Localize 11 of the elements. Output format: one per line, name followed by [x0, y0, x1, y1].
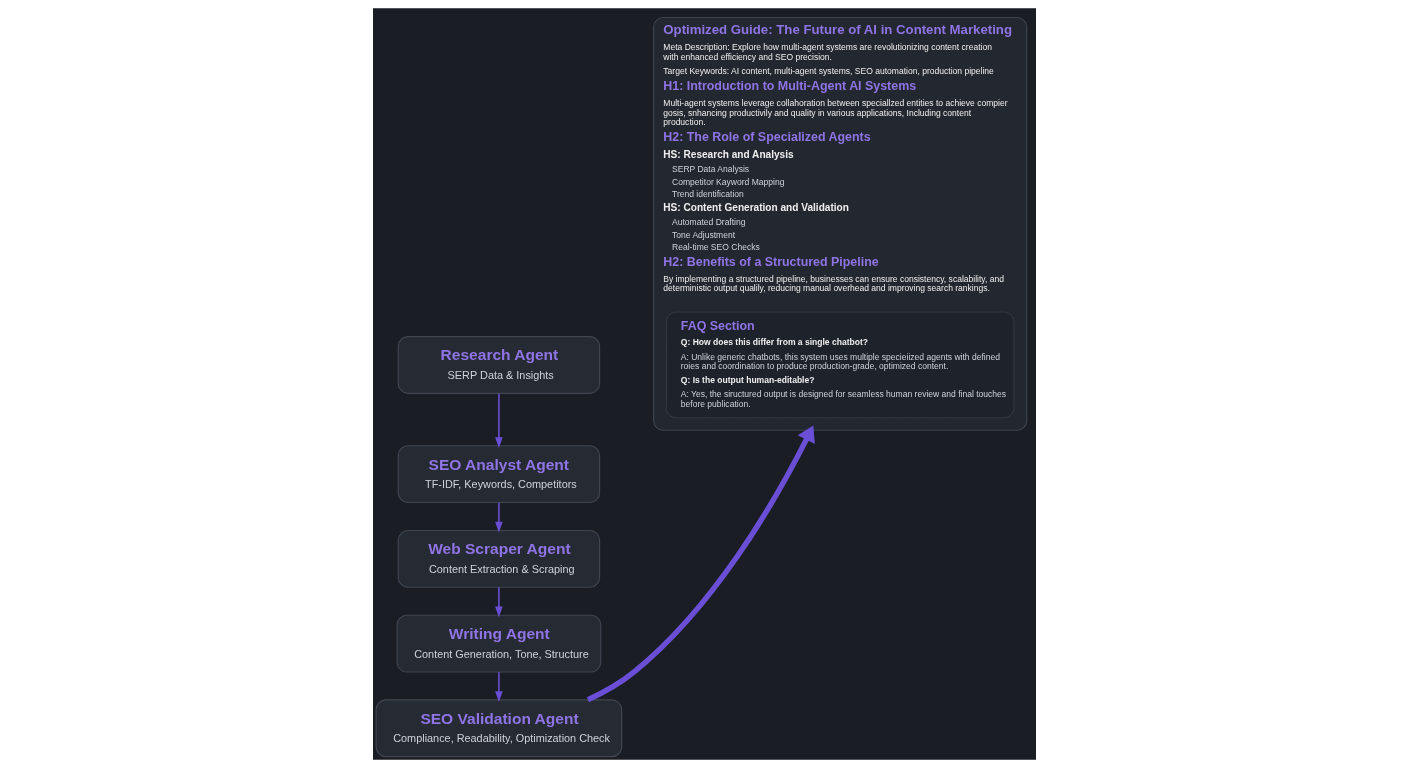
- node-box: Research Agent SERP Data & Insights: [397, 336, 600, 394]
- node-box: FAQ Section Q: How does this differ from a single chatbot? A: Unlike generic chatbots, this system uses multiple specieiized agents with defined roies and coordination to produce production-grade, optimized content. Q: Is the output human-editable? A: Yes, the siructured output is designed for seamless human review and final touches before publication.: [665, 311, 1014, 419]
- arrow: [494, 501, 503, 533]
- arrow: [586, 425, 815, 703]
- node-box: Writing Agent Content Generation, Tone, Structure: [396, 614, 601, 673]
- arrow: [494, 586, 503, 618]
- node-box: SEO Analyst Agent TF-IDF, Keywords, Competitors: [397, 445, 600, 504]
- node-box: Web Scraper Agent Content Extraction & Scraping: [397, 529, 600, 588]
- node-box: SEO Validation Agent Compliance, Readability, Optimization Check: [375, 699, 622, 758]
- arrow: [494, 671, 503, 703]
- arrow: [494, 392, 503, 449]
